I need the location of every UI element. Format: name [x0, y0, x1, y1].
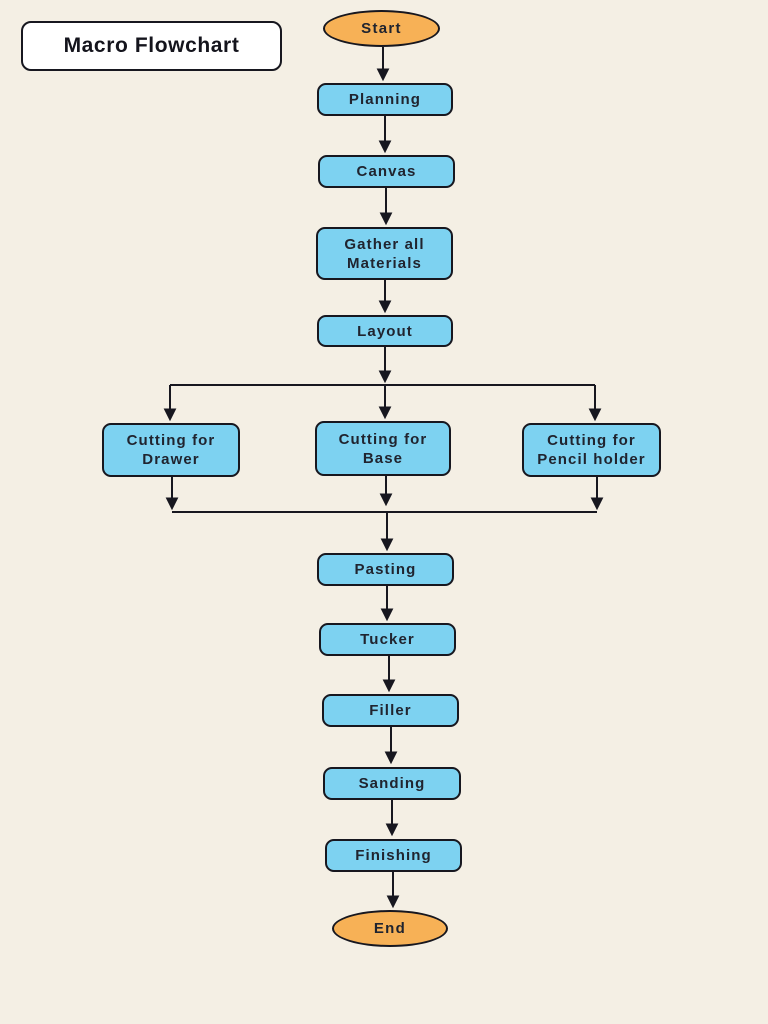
node-filler: Filler: [322, 694, 459, 727]
node-pasting: Pasting: [317, 553, 454, 586]
node-layout: Layout: [317, 315, 453, 347]
node-cutting-base: Cutting for Base: [315, 421, 451, 476]
node-end: End: [332, 910, 448, 947]
node-finishing: Finishing: [325, 839, 462, 872]
node-cutting-drawer: Cutting for Drawer: [102, 423, 240, 477]
node-tucker: Tucker: [319, 623, 456, 656]
node-planning: Planning: [317, 83, 453, 116]
page-title-text: Macro Flowchart: [63, 34, 240, 57]
node-gather-materials: Gather all Materials: [316, 227, 453, 280]
node-canvas: Canvas: [318, 155, 455, 188]
node-start: Start: [323, 10, 440, 47]
node-cutting-pencil-holder: Cutting for Pencil holder: [522, 423, 661, 477]
node-sanding: Sanding: [323, 767, 461, 800]
page-title: Macro Flowchart: [21, 21, 282, 71]
